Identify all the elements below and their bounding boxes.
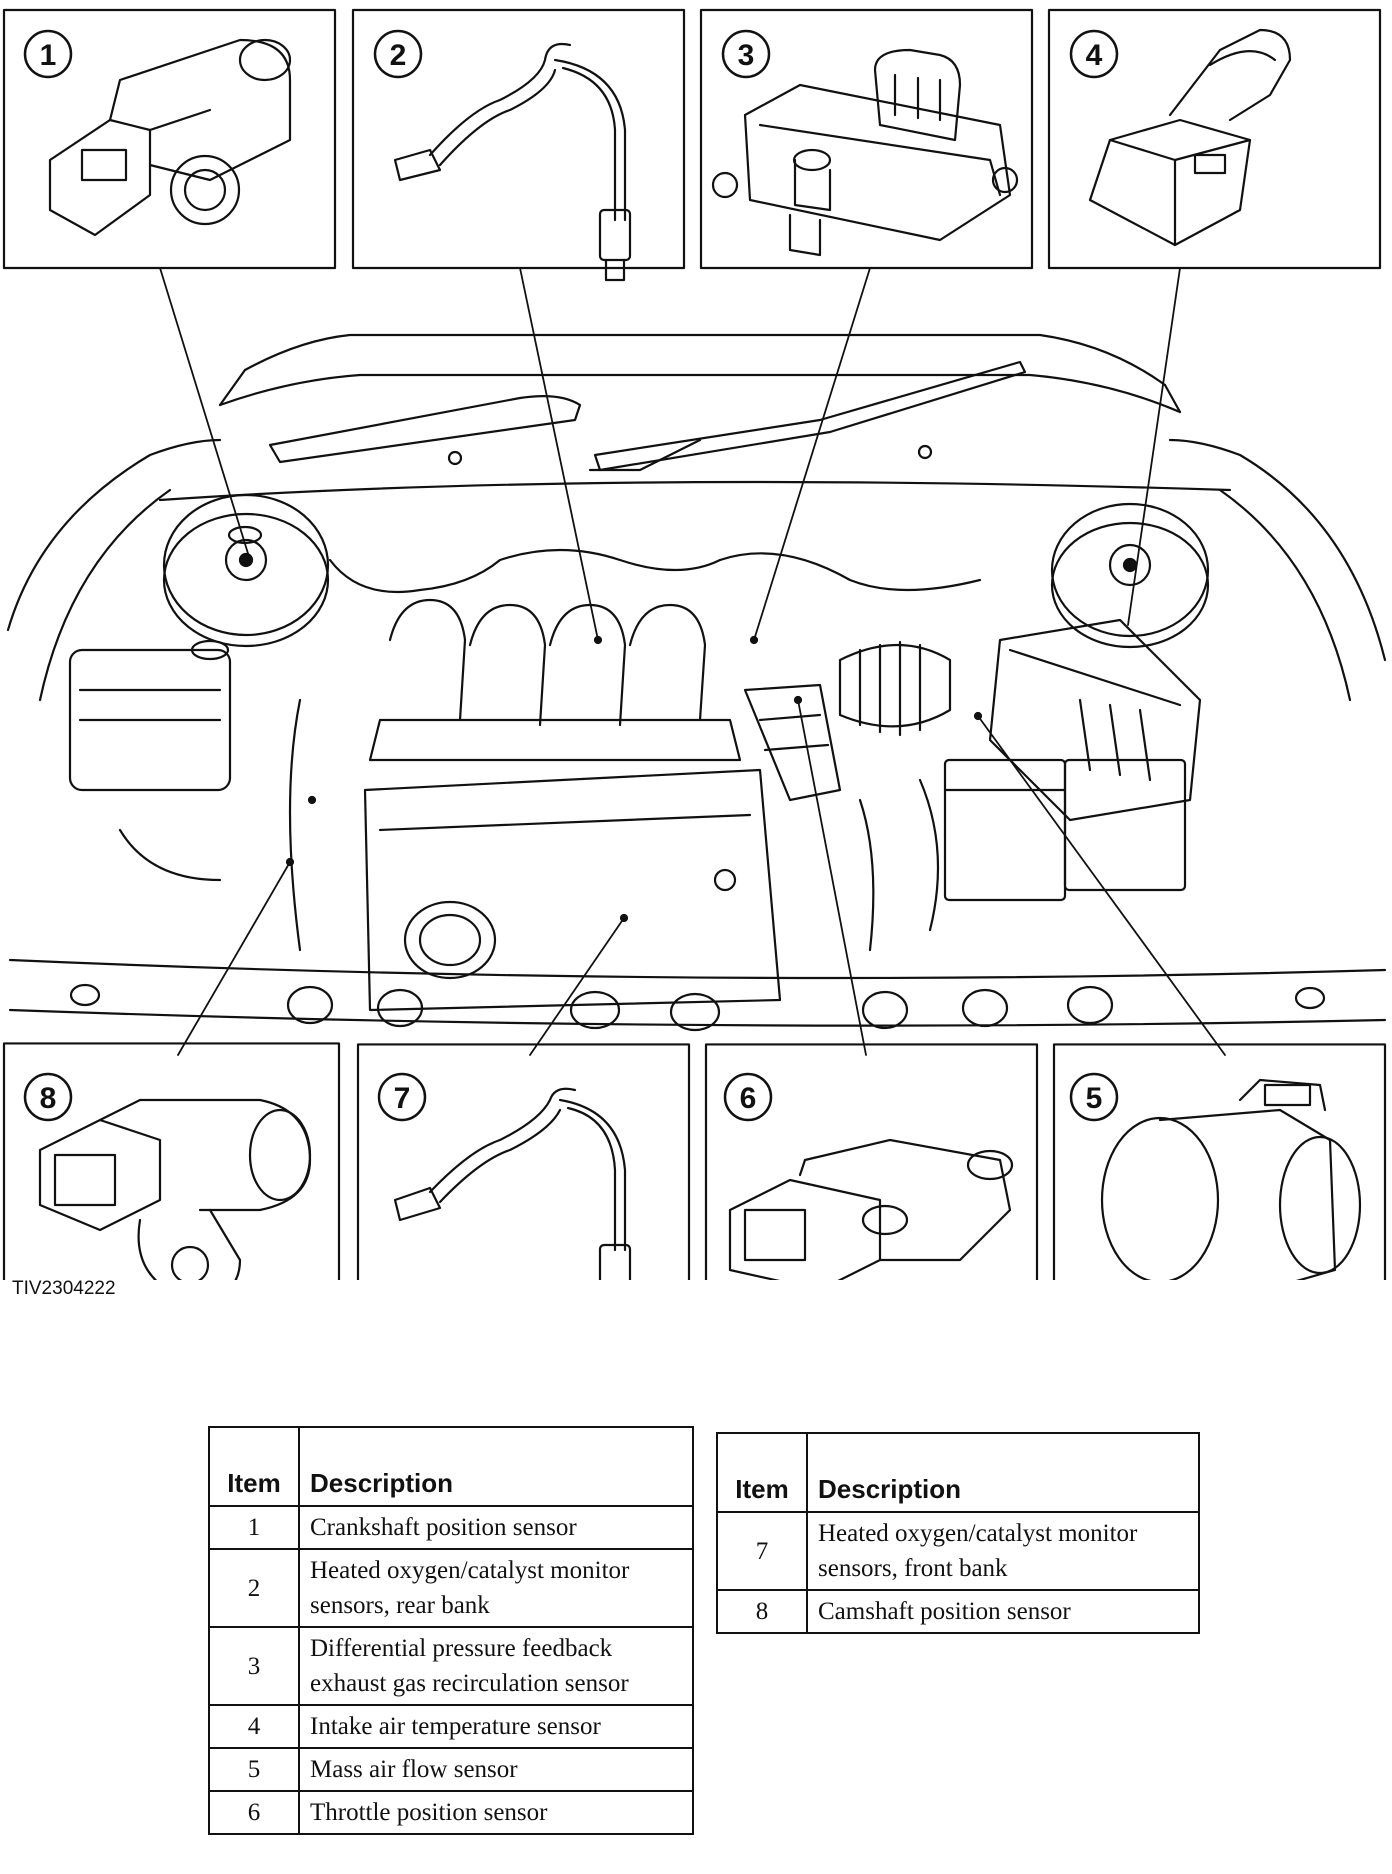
leader-lines xyxy=(159,267,1226,1056)
svg-text:8: 8 xyxy=(40,1082,57,1115)
header-item: Item xyxy=(716,1432,808,1513)
svg-text:7: 7 xyxy=(394,1082,411,1115)
row-item: 6 xyxy=(208,1790,300,1835)
callout-3: 3 xyxy=(721,29,771,79)
inset-box-1 xyxy=(2,8,337,270)
table-row: 4 Intake air temperature sensor xyxy=(208,1704,694,1749)
inset-box-6 xyxy=(704,1043,1039,1280)
callout-6: 6 xyxy=(723,1072,773,1122)
row-description: Camshaft position sensor xyxy=(806,1589,1200,1634)
header-item: Item xyxy=(208,1426,300,1507)
callout-7: 7 xyxy=(377,1072,427,1122)
inset-box-7 xyxy=(356,1043,691,1280)
callout-1: 1 xyxy=(23,29,73,79)
row-description: Heated oxygen/catalyst monitor sensors, … xyxy=(298,1548,694,1628)
table-row: 6 Throttle position sensor xyxy=(208,1790,694,1835)
inset-box-8 xyxy=(2,1042,341,1280)
callout-8: 8 xyxy=(23,1072,73,1122)
callout-2: 2 xyxy=(373,29,423,79)
svg-text:4: 4 xyxy=(1086,39,1103,72)
table-row: 3 Differential pressure feedback exhaust… xyxy=(208,1626,694,1706)
table-row: 5 Mass air flow sensor xyxy=(208,1747,694,1792)
table-row: 2 Heated oxygen/catalyst monitor sensors… xyxy=(208,1548,694,1628)
row-description: Crankshaft position sensor xyxy=(298,1505,694,1550)
legend-table-left: Item Description 1 Crankshaft position s… xyxy=(208,1426,694,1835)
row-item: 1 xyxy=(208,1505,300,1550)
callout-markers: 1 2 3 4 5 6 7 8 xyxy=(23,29,1119,1122)
inset-box-5 xyxy=(1052,1043,1387,1280)
row-item: 5 xyxy=(208,1747,300,1792)
engine-compartment-illustration xyxy=(6,333,1387,1032)
row-description: Differential pressure feedback exhaust g… xyxy=(298,1626,694,1706)
row-item: 4 xyxy=(208,1704,300,1749)
inset-box-3 xyxy=(699,8,1034,270)
svg-text:2: 2 xyxy=(390,39,407,72)
inset-box-4 xyxy=(1047,8,1382,270)
row-item: 7 xyxy=(716,1511,808,1591)
table-row: 7 Heated oxygen/catalyst monitor sensors… xyxy=(716,1511,1200,1591)
figure-id: TIV2304222 xyxy=(12,1278,116,1299)
svg-text:1: 1 xyxy=(40,39,57,72)
svg-text:6: 6 xyxy=(740,1082,757,1115)
row-description: Mass air flow sensor xyxy=(298,1747,694,1792)
row-description: Heated oxygen/catalyst monitor sensors, … xyxy=(806,1511,1200,1591)
header-description: Description xyxy=(806,1432,1200,1513)
header-description: Description xyxy=(298,1426,694,1507)
row-item: 8 xyxy=(716,1589,808,1634)
row-item: 2 xyxy=(208,1548,300,1628)
row-description: Intake air temperature sensor xyxy=(298,1704,694,1749)
engine-sensor-diagram: 1 2 3 4 5 6 7 8 xyxy=(2,8,1387,1280)
table-row: 1 Crankshaft position sensor xyxy=(208,1505,694,1550)
callout-4: 4 xyxy=(1069,29,1119,79)
callout-5: 5 xyxy=(1069,1072,1119,1122)
svg-text:5: 5 xyxy=(1086,1082,1103,1115)
inset-box-2 xyxy=(351,8,686,282)
svg-text:3: 3 xyxy=(738,39,755,72)
row-description: Throttle position sensor xyxy=(298,1790,694,1835)
table-row: 8 Camshaft position sensor xyxy=(716,1589,1200,1634)
row-item: 3 xyxy=(208,1626,300,1706)
legend-table-right: Item Description 7 Heated oxygen/catalys… xyxy=(716,1432,1200,1634)
